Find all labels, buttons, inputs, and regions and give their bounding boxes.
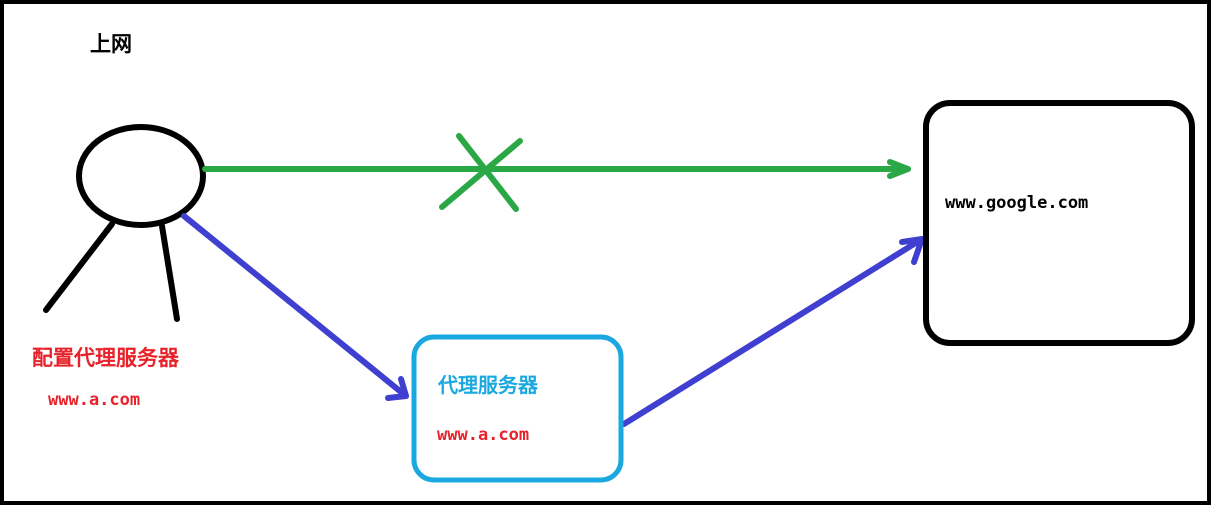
proxy-server-url: www.a.com [437, 425, 530, 445]
target-server-box [923, 100, 1195, 346]
user-head [76, 124, 206, 228]
user-right-leg [159, 223, 180, 322]
user-left-leg [43, 221, 115, 313]
user-url: www.a.com [48, 390, 141, 410]
blocked-cross-icon [439, 133, 523, 212]
diagram-title: 上网 [90, 32, 132, 56]
proxy-to-target-arrow [621, 236, 925, 427]
user-label: 配置代理服务器 [32, 346, 179, 370]
proxy-to-target-arrowhead [899, 236, 925, 265]
proxy-server-label: 代理服务器 [438, 373, 538, 397]
user-to-proxy-arrowhead [385, 376, 409, 401]
direct-path-arrowhead [887, 159, 911, 179]
diagram-drawing [43, 100, 1195, 483]
target-server-url: www.google.com [945, 193, 1089, 213]
diagram-canvas: 上网 配置代理服务器 www.a.com 代理服务器 www.a.com www… [4, 4, 1207, 501]
user-to-proxy-arrow [181, 213, 409, 399]
proxy-server-box [411, 334, 624, 483]
